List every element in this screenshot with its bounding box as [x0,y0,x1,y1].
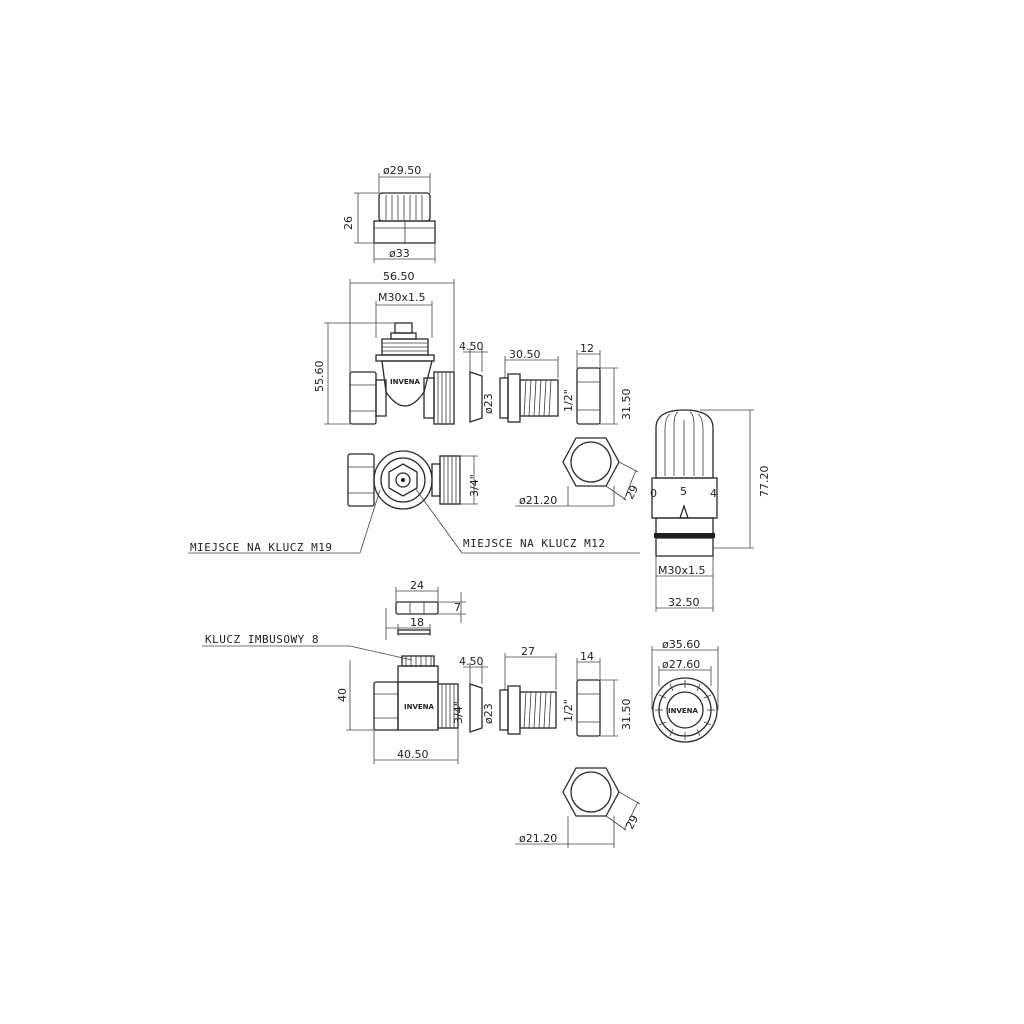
head-scale-0: 0 [650,487,657,500]
dim-nut-bottom-height: 31.50 [620,699,633,731]
dim-cap-small-width: 24 [410,579,424,592]
angle-valve-plan-view: 3/4" MIEJSCE NA KLUCZ M19 MIEJSCE NA KLU… [188,450,640,554]
dim-hex-top-diameter: ø21.20 [519,494,557,507]
dim-valve-length: 56.50 [383,270,415,283]
straight-valve-side-view: INVENA 3/4" 40 40.50 [336,655,465,764]
dim-hex-bottom-diameter: ø21.20 [519,832,557,845]
dim-round-cap-inner: ø27.60 [662,658,700,671]
head-scale-4: 4 [710,487,717,500]
dim-round-cap-outer: ø35.60 [662,638,700,651]
dim-insert-bottom-thread: 1/2" [562,699,575,722]
dim-washer-top-width: 4.50 [459,340,484,353]
angle-valve-side-view: 56.50 M30x1.5 55.60 INVENA [313,270,455,425]
round-cap-brand-logo: INVENA [668,707,699,715]
head-scale-5: 5 [680,485,687,498]
dim-insert-top-thread: 1/2" [562,389,575,412]
dim-hex-top-across-flats: 29 [623,483,641,501]
dim-nut-bottom-width: 14 [580,650,594,663]
label-wrench-m19: MIEJSCE NA KLUCZ M19 [190,541,332,554]
bottom-fittings-row: 4.50 ø23 27 1/2" 14 31.50 [459,645,633,737]
dim-valve-height: 55.60 [313,361,326,393]
hex-nut-top-view: ø21.20 29 [515,437,641,507]
valve-brand-logo-bottom: INVENA [404,703,435,711]
label-wrench-m12: MIEJSCE NA KLUCZ M12 [463,537,605,550]
protective-cap-drawing: ø29.50 26 ø33 [342,164,436,263]
dim-nut-top-height: 31.50 [620,389,633,421]
dim-head-width: 32.50 [668,596,700,609]
dim-head-thread: M30x1.5 [658,564,706,577]
valve-brand-logo-top: INVENA [390,378,421,386]
dim-cap-small-height: 7 [454,601,461,614]
dim-hex-bottom-across-flats: 29 [623,813,641,831]
dim-cap-small-inner: 18 [410,616,424,629]
label-hex-key: KLUCZ IMBUSOWY 8 [205,633,319,646]
dim-insert-bottom-length: 27 [521,645,535,658]
dim-cap-bottom-diameter: ø33 [389,247,410,260]
dim-straight-length: 40.50 [397,748,429,761]
round-cap-top-view: ø35.60 ø27.60 INVENA [651,638,719,743]
dim-washer-bottom-diameter: ø23 [482,703,495,724]
dim-straight-thread: 3/4" [452,701,465,724]
dim-nut-top-width: 12 [580,342,594,355]
dim-straight-height: 40 [336,688,349,702]
dim-valve-thread-top: M30x1.5 [378,291,426,304]
valve-cap-small: 24 7 18 [385,579,466,640]
dim-insert-top-length: 30.50 [509,348,541,361]
top-fittings-row: 4.50 ø23 30.50 1/2" 12 31.50 [459,340,633,425]
hex-key-callout: KLUCZ IMBUSOWY 8 [202,633,413,661]
dim-plan-thread: 3/4" [468,474,481,497]
dim-washer-bottom-width: 4.50 [459,655,484,668]
dim-washer-top-diameter: ø23 [482,393,495,414]
dim-cap-height: 26 [342,216,355,230]
thermostatic-head-drawing: 0 5 4 77.20 M30x1.5 32.50 [650,409,771,612]
dim-cap-top-diameter: ø29.50 [383,164,421,177]
dim-head-height: 77.20 [758,466,771,498]
hex-nut-bottom-view: ø21.20 29 [515,767,641,848]
